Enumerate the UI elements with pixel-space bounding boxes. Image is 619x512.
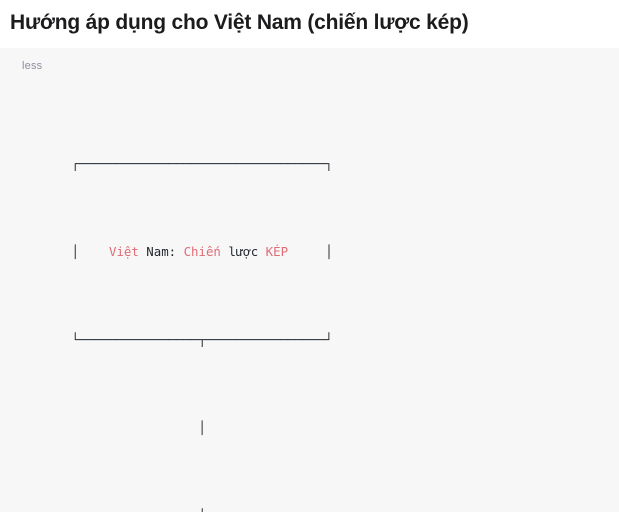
ascii-diagram: ┌─────────────────────────────────┐ │ Vi… <box>0 87 619 512</box>
diagram-line-top-border: ┌─────────────────────────────────┐ <box>12 156 333 171</box>
diagram-root-box-text: │ Việt Nam: Chiến lược KÉP │ <box>12 244 333 259</box>
code-language-label: less <box>22 60 43 72</box>
code-block: less ┌─────────────────────────────────┐… <box>0 48 619 512</box>
diagram-line-root-bottom: └────────────────┬────────────────┘ <box>12 332 333 347</box>
diagram-line-split: ┌───────────────┴────────────────┐ <box>12 505 619 512</box>
diagram-line-stem: │ <box>12 420 206 435</box>
page-title: Hướng áp dụng cho Việt Nam (chiến lược k… <box>10 11 469 34</box>
